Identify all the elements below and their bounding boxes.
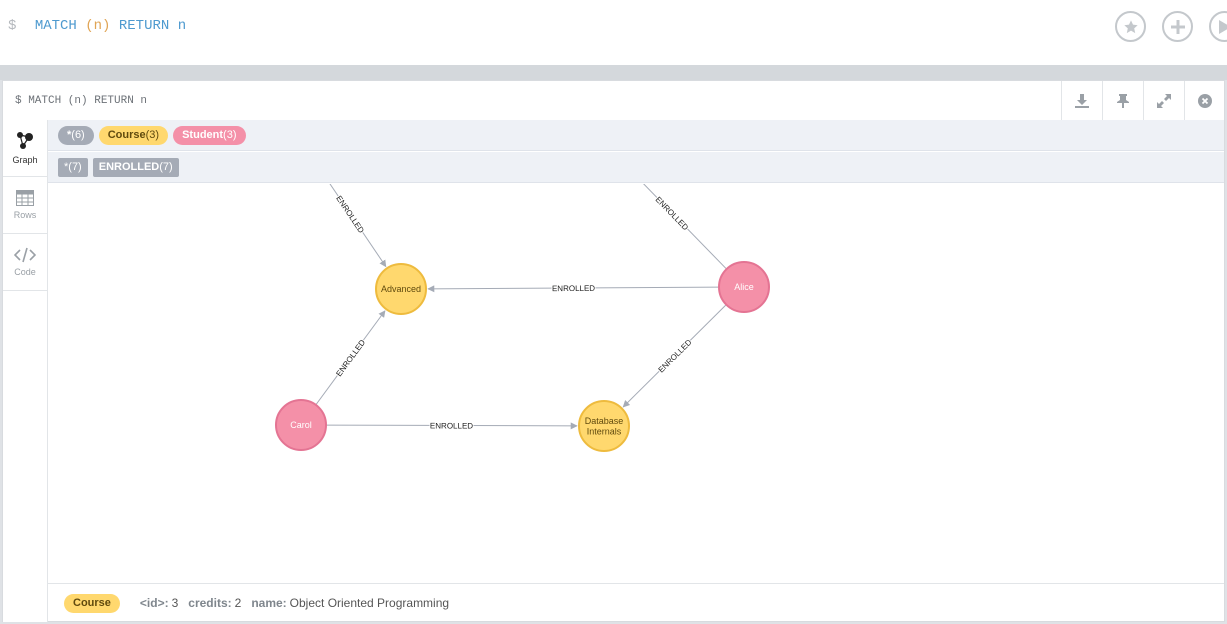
download-icon xyxy=(1075,93,1089,108)
node-caption: Carol xyxy=(290,420,312,430)
query-editor[interactable]: $ MATCH (n) RETURN n xyxy=(0,0,1227,65)
download-button[interactable] xyxy=(1061,81,1102,120)
editor-divider xyxy=(0,65,1227,80)
selected-node-label[interactable]: Course xyxy=(64,593,120,613)
label-pill-all[interactable]: *(6) xyxy=(58,125,94,145)
relationship-types-bar: *(7) ENROLLED(7) xyxy=(48,152,1224,183)
label-pill-course[interactable]: Course(3) xyxy=(98,125,169,145)
pin-button[interactable] xyxy=(1102,81,1143,120)
fullscreen-button[interactable] xyxy=(1143,81,1184,120)
relationship-enrolled[interactable]: ENROLLED xyxy=(618,184,727,270)
frame-header: $ MATCH (n) RETURN n xyxy=(3,81,1224,121)
property-name: name:Object Oriented Programming xyxy=(251,596,450,610)
relationship-enrolled[interactable]: ENROLLED xyxy=(325,420,578,431)
code-icon xyxy=(14,247,36,263)
add-button[interactable] xyxy=(1162,11,1193,42)
tab-graph-label: Graph xyxy=(12,155,38,165)
frame-query[interactable]: $ MATCH (n) RETURN n xyxy=(15,95,148,107)
play-icon xyxy=(1219,19,1227,34)
relationship-enrolled[interactable]: ENROLLED xyxy=(315,310,386,406)
property-credits: credits:2 xyxy=(188,596,242,610)
relationship-enrolled[interactable]: ENROLLED xyxy=(315,184,387,268)
node-properties-bar: Course <id>:3 credits:2 name:Object Orie… xyxy=(48,583,1224,622)
query-text[interactable]: $ MATCH (n) RETURN n xyxy=(8,18,186,34)
query-token: (n) xyxy=(85,18,111,34)
query-token: n xyxy=(177,18,187,34)
node-caption: Alice xyxy=(734,282,754,292)
expand-icon xyxy=(1157,93,1171,108)
node-caption: Database xyxy=(585,416,624,426)
node-caption: Internals xyxy=(587,426,622,436)
table-icon xyxy=(16,190,34,206)
rel-tag-all[interactable]: *(7) xyxy=(58,157,88,177)
query-token: RETURN xyxy=(118,18,170,34)
node-adv[interactable]: Advanced xyxy=(375,263,427,315)
node-alice[interactable]: Alice xyxy=(718,261,770,313)
plus-icon xyxy=(1170,19,1185,34)
result-frame: $ MATCH (n) RETURN n Graph xyxy=(2,80,1225,622)
label-pill-student[interactable]: Student(3) xyxy=(173,125,246,145)
pin-icon xyxy=(1117,93,1129,108)
relationship-label: ENROLLED xyxy=(657,338,694,375)
relationship-label: ENROLLED xyxy=(334,338,367,378)
rel-tag-enrolled[interactable]: ENROLLED(7) xyxy=(92,157,179,177)
node-carol[interactable]: Carol xyxy=(275,399,327,451)
run-button[interactable] xyxy=(1209,11,1227,42)
star-icon xyxy=(1123,19,1138,33)
graph-icon xyxy=(17,132,33,149)
relationship-label: ENROLLED xyxy=(334,194,366,235)
relationship-enrolled[interactable]: ENROLLED xyxy=(622,304,727,408)
tab-graph[interactable]: Graph xyxy=(3,120,47,177)
tab-code-label: Code xyxy=(14,267,36,277)
node-labels-bar: *(6) Course(3) Student(3) xyxy=(48,120,1224,151)
prompt-symbol: $ xyxy=(8,18,17,34)
close-icon xyxy=(1198,93,1212,108)
tab-code[interactable]: Code xyxy=(3,234,47,291)
relationship-enrolled[interactable]: ENROLLED xyxy=(427,282,720,294)
property-id: <id>:3 xyxy=(139,596,179,610)
relationship-label: ENROLLED xyxy=(430,421,473,430)
tab-rows-label: Rows xyxy=(13,210,37,220)
relationship-label: ENROLLED xyxy=(654,195,691,232)
query-token: MATCH xyxy=(34,18,77,34)
view-tabs: Graph Rows Code xyxy=(3,120,48,622)
graph-canvas[interactable]: ENROLLED ENROLLED ENROLLED ENROLLED ENROLLED… xyxy=(48,184,1224,582)
node-caption: Advanced xyxy=(381,284,421,294)
tab-rows[interactable]: Rows xyxy=(3,177,47,234)
close-frame-button[interactable] xyxy=(1184,81,1225,120)
favorite-button[interactable] xyxy=(1115,11,1146,42)
relationship-label: ENROLLED xyxy=(552,284,595,293)
